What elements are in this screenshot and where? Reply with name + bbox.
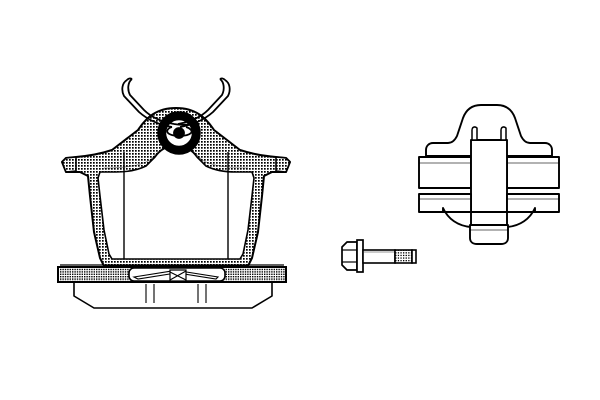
bracket-nib-left — [471, 126, 478, 141]
bracket-upper-left-flange — [418, 156, 472, 189]
pad-friction-face — [97, 145, 255, 260]
spring-clip — [121, 77, 231, 137]
bracket-upper-right-flange — [506, 156, 560, 189]
bracket-lower-left-flange — [418, 193, 472, 213]
bracket-upper-dome — [425, 104, 553, 157]
pad-ear-right — [275, 156, 291, 173]
pad-ear-left — [61, 156, 77, 173]
wear-sensor-cross-b — [169, 271, 187, 281]
bolt-tip — [411, 249, 417, 264]
spring-clip-left-arm-inner — [127, 78, 175, 125]
bracket-skirt-right — [506, 207, 536, 228]
bracket-skirt-left — [442, 207, 472, 228]
anti-rattle-bracket — [418, 104, 560, 245]
brake-pad-main — [61, 107, 291, 267]
spring-clip-right-arm-inner — [177, 78, 225, 125]
bracket-bottom-tab — [469, 224, 509, 245]
spring-clip-right-arm — [179, 79, 231, 128]
spring-clip-right-cap — [219, 77, 226, 81]
flange-bolt — [341, 239, 417, 273]
bracket-center-web — [470, 139, 508, 213]
spring-clip-center-loop — [166, 126, 193, 137]
spring-clip-left-arm — [121, 79, 173, 128]
pad-base-wedge-outline — [73, 283, 273, 309]
bolt-hex-head — [341, 241, 358, 271]
spring-clip-left-cap — [126, 77, 133, 81]
bracket-nib-right — [500, 126, 507, 141]
hub-ring — [157, 111, 201, 155]
bolt-flange-collar — [356, 239, 364, 273]
pad-base-wedge — [73, 283, 273, 309]
spring-clip-center-tail — [173, 123, 191, 126]
bolt-thread-section — [394, 249, 413, 264]
bracket-lower-right-flange — [506, 193, 560, 213]
